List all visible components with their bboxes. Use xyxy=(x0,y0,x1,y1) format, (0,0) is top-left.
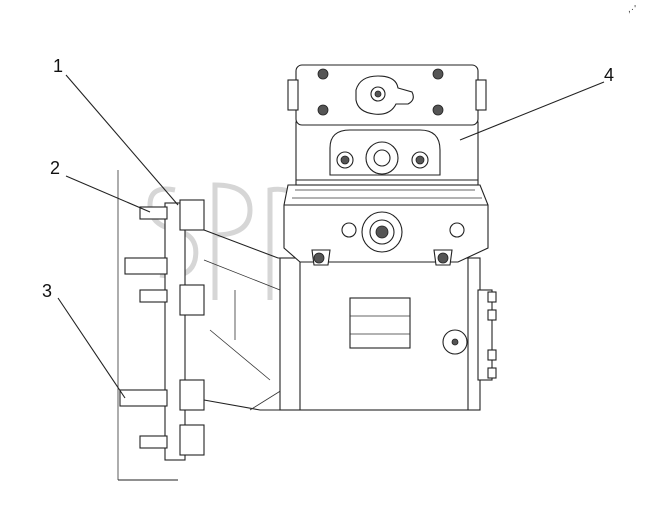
corner-mark: ,·' xyxy=(628,4,636,15)
callout-1: 1 xyxy=(53,56,63,76)
leader-3 xyxy=(57,297,126,399)
callout-labels: 1 2 3 4 xyxy=(42,56,614,301)
mounting-studs xyxy=(119,206,168,449)
mounting-plate xyxy=(117,170,205,481)
head-cover xyxy=(287,64,487,126)
crankcase xyxy=(279,257,497,411)
callout-3: 3 xyxy=(42,281,52,301)
callout-2: 2 xyxy=(50,158,60,178)
leader-1 xyxy=(65,74,179,206)
cylinder-block xyxy=(283,184,489,266)
leader-4 xyxy=(459,81,605,141)
leader-2 xyxy=(65,175,151,213)
cylinder-head xyxy=(295,121,479,186)
callout-4: 4 xyxy=(604,65,614,85)
leader-lines xyxy=(57,74,605,399)
